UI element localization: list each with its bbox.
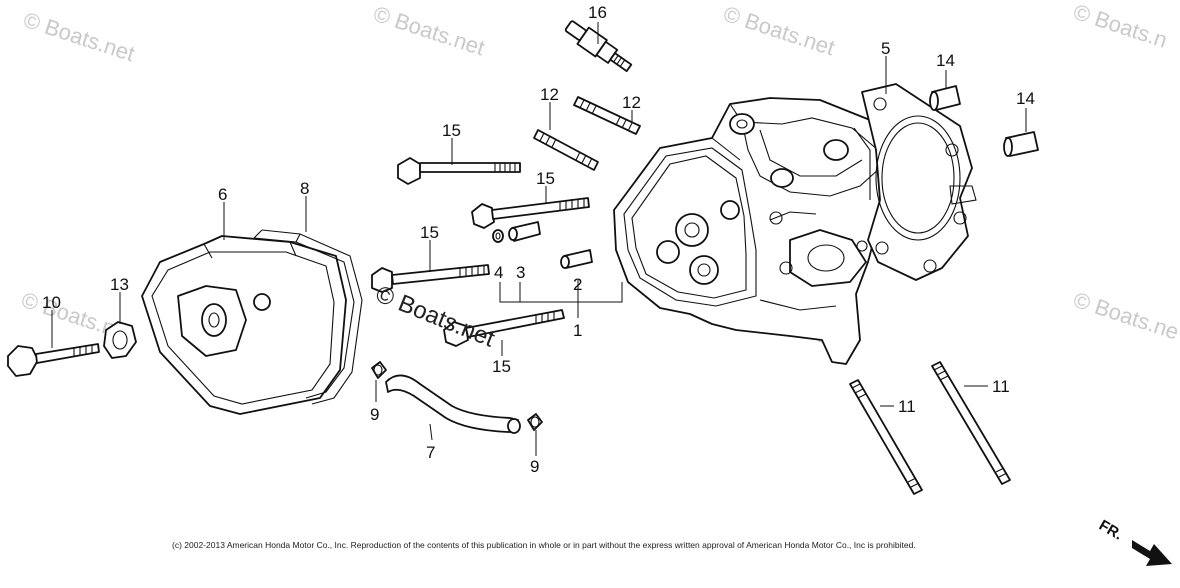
callout-6: 6 <box>218 185 227 204</box>
bolt-15-mid <box>471 197 590 229</box>
leader-lines <box>51 22 1027 456</box>
dowel-14-top <box>929 85 961 111</box>
front-arrow-icon <box>1132 540 1172 566</box>
dowel-14-right <box>1003 131 1039 157</box>
spark-plug <box>564 20 633 73</box>
head-gasket <box>861 83 977 281</box>
stud-12-right <box>573 96 641 135</box>
front-label: FR. <box>1096 517 1125 544</box>
washer-13 <box>103 321 137 359</box>
callout-15: 15 <box>420 223 439 242</box>
callout-4: 4 <box>494 263 503 282</box>
callout-15: 15 <box>536 169 555 188</box>
pin-3 <box>508 221 541 242</box>
callout-1: 1 <box>573 321 582 340</box>
callout-9: 9 <box>370 405 379 424</box>
bolt-15-bottom <box>443 309 565 347</box>
stud-12-left <box>533 129 599 171</box>
callout-3: 3 <box>516 263 525 282</box>
callout-10: 10 <box>42 293 61 312</box>
bolt-15-top <box>397 157 521 185</box>
callout-5: 5 <box>881 39 890 58</box>
watermark: © Boats.net <box>370 1 487 60</box>
watermark: © Boats.n <box>1070 0 1170 53</box>
callout-8: 8 <box>300 179 309 198</box>
cylinder-head <box>613 97 891 365</box>
clip-9-top <box>371 361 387 379</box>
stud-11-left <box>849 379 923 495</box>
callout-15: 15 <box>442 121 461 140</box>
callout-2: 2 <box>573 275 582 294</box>
bolt-10 <box>7 343 100 377</box>
pin-2 <box>560 249 593 269</box>
head-cover-gasket <box>253 229 363 405</box>
front-direction-indicator: FR. <box>1096 517 1172 566</box>
group-bracket-1 <box>499 280 623 318</box>
callout-7: 7 <box>426 443 435 462</box>
watermark: © Boats.net <box>20 7 137 66</box>
callout-12: 12 <box>540 85 559 104</box>
callout-14: 14 <box>1016 89 1035 108</box>
o-ring-4 <box>492 229 504 243</box>
callout-16: 16 <box>588 3 607 22</box>
callout-9: 9 <box>530 457 539 476</box>
callout-15: 15 <box>492 357 511 376</box>
callout-14: 14 <box>936 51 955 70</box>
center-watermark: © Boats.net <box>372 281 499 353</box>
watermark: © Boats.ne <box>1070 287 1180 345</box>
breather-tube <box>385 374 521 434</box>
stud-11-right <box>931 361 1011 485</box>
bolt-15-lower <box>371 264 490 293</box>
copyright-notice: (c) 2002-2013 American Honda Motor Co., … <box>172 540 916 550</box>
callout-11: 11 <box>992 377 1010 396</box>
watermark: © Boats.net <box>720 1 837 60</box>
head-cover <box>141 235 347 415</box>
callout-13: 13 <box>110 275 129 294</box>
callout-11: 11 <box>898 397 916 416</box>
callouts: 16 5 14 14 12 12 15 15 15 15 6 8 13 10 4… <box>42 3 1035 476</box>
callout-12: 12 <box>622 93 641 112</box>
clip-9-bottom <box>527 413 543 431</box>
